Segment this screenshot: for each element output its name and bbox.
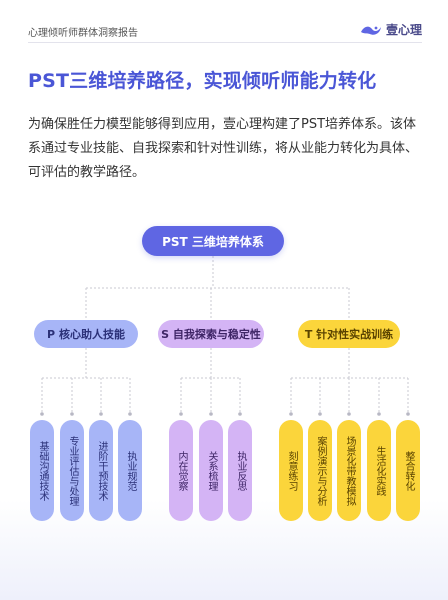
leaf-node: 专业评估与处理	[60, 420, 84, 521]
pst-diagram: PST 三维培养体系 P 核心助人技能 S 自我探索与稳定性 T 针对性实战训练…	[0, 220, 448, 540]
root-node: PST 三维培养体系	[142, 226, 284, 256]
brand-name: 壹心理	[385, 23, 422, 37]
intro-paragraph: 为确保胜任力模型能够得到应用，壹心理构建了PST培养体系。该体系通过专业技能、自…	[28, 117, 419, 180]
leaf-node: 内在觉察	[169, 420, 193, 521]
brand: 壹心理	[360, 21, 422, 38]
page-title: PST三维培养路径，实现倾听师能力转化	[28, 70, 377, 92]
leaf-node: 案例演示与分析	[308, 420, 332, 521]
connector-lines	[40, 256, 410, 416]
report-name: 心理倾听师群体洞察报告	[28, 28, 138, 39]
brand-logo-icon	[360, 26, 381, 35]
branch-p-node: P 核心助人技能	[34, 320, 138, 348]
leaf-node: 整合转化	[396, 420, 420, 521]
leaf-node: 生活化实践	[367, 420, 391, 521]
leaf-node: 关系梳理	[199, 420, 223, 521]
branch-s-node: S 自我探索与稳定性	[158, 320, 264, 348]
leaf-node: 执业反思	[228, 420, 252, 521]
branch-t-node: T 针对性实战训练	[298, 320, 400, 348]
leaf-node: 基础沟通技术	[30, 420, 54, 521]
report-header: 心理倾听师群体洞察报告 壹心理	[0, 0, 448, 40]
leaf-node: 进阶干预技术	[89, 420, 113, 521]
leaf-node: 场景化带教模拟	[337, 420, 361, 521]
leaf-node: 执业规范	[118, 420, 142, 521]
header-divider	[28, 42, 422, 43]
leaf-node: 刻意练习	[279, 420, 303, 521]
